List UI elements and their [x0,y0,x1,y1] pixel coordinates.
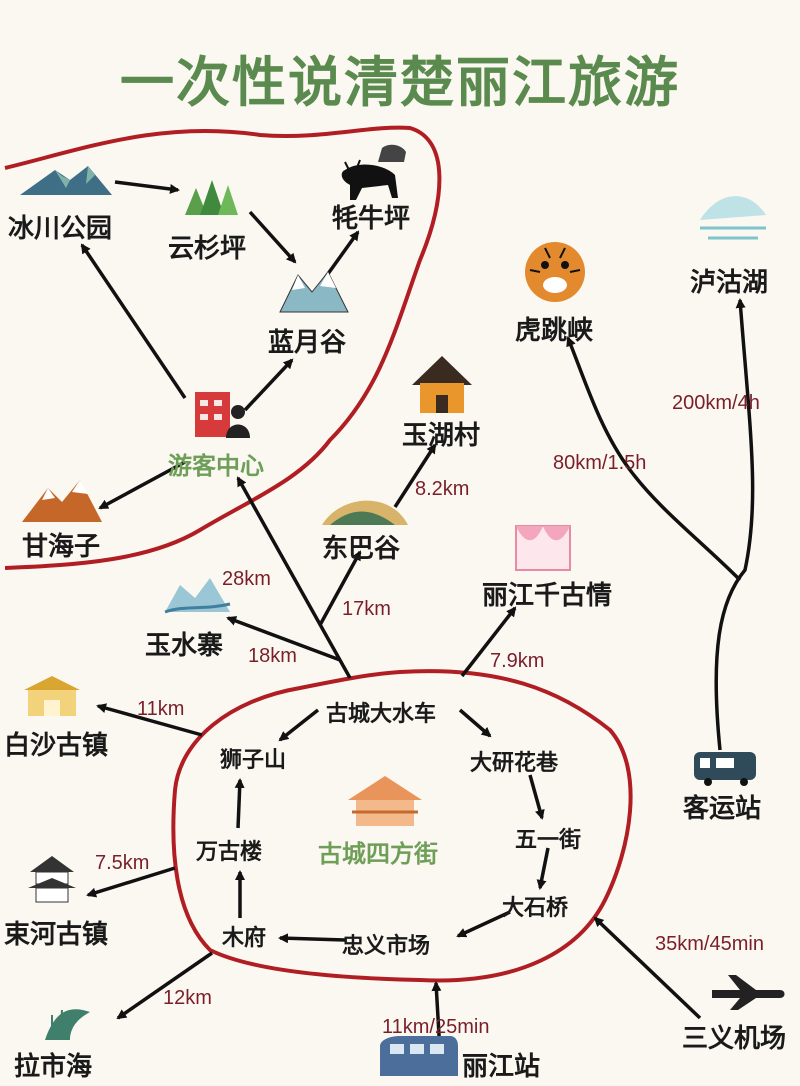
arrow-binchuan-yunshan [114,180,180,194]
arrow-oldtown-qiangu [460,606,517,678]
place-baisha: 白沙古镇 [4,731,109,761]
arrow-youke-ganhai [98,460,186,510]
place-dashi: 大石桥 [502,896,569,921]
distance-dongba: 17km [342,598,391,620]
arrow-oldtown-dongba [318,550,362,626]
place-zhongyi: 忠义市场 [342,934,431,959]
valley-icon [322,500,408,525]
place-sifang: 古城四方街 [318,840,438,868]
place-binchuan: 冰川公园 [8,214,113,244]
person-icon [226,405,250,438]
desert-mountain-icon [22,480,102,522]
place-shuhe: 束河古镇 [4,920,109,950]
distance-yushui-18: 18km [248,645,297,667]
river-mountain-icon [164,578,231,614]
arrow-keyun-lugu [714,298,755,751]
arrow-oldtown-yushui [226,616,341,662]
tiger-icon [525,242,585,302]
arrow-youke-binchuan [80,243,187,399]
palace-icon [348,776,422,826]
arrow-yunshan-lanyue [248,210,297,264]
place-youke: 游客中心 [168,452,264,480]
place-lijiang-station: 丽江站 [462,1052,541,1082]
train-icon [380,1036,458,1076]
snow-mountain-icon [279,271,349,313]
place-sanyi: 三义机场 [682,1024,787,1054]
plane-icon [712,975,785,1010]
place-yunshan: 云杉坪 [168,234,247,264]
place-qiangu: 丽江千古情 [482,581,613,611]
place-ganhai: 甘海子 [22,532,101,562]
place-shuiche: 古城大水车 [326,702,437,727]
arrow-oldtown-youke [236,476,352,679]
arrow-dayan-wuyi [528,774,545,820]
place-dayan: 大研花巷 [470,751,559,776]
arrow-dongba-yuhu [393,443,437,508]
distance-lashi: 12km [163,987,212,1009]
place-mufu: 木府 [222,926,267,951]
place-yushui: 玉水寨 [145,631,224,661]
page-title: 一次性说清楚丽江旅游 [120,51,680,114]
arrow-shuiche-dayan [458,708,492,738]
arrow-shuiche-shizi [278,708,320,742]
distance-station: 11km/25min [382,1016,490,1038]
arrow-keyun-hutiao [566,336,742,582]
place-wangu: 万古楼 [196,840,263,865]
place-lashi: 拉市海 [14,1052,93,1082]
place-shizi: 狮子山 [220,748,287,773]
yak-icon [341,144,406,200]
house-icon [412,356,472,413]
distance-shuhe: 7.5km [95,852,150,874]
distance-yushui-28: 28km [222,568,271,590]
place-hutiao: 虎跳峡 [515,316,594,346]
distance-hutiao: 80km/1.5h [553,452,647,474]
arrow-zhongyi-mufu [278,933,346,944]
arrow-wangu-shizi [234,778,245,829]
stage-icon [515,525,571,571]
old-town-boundary [171,669,633,983]
arrow-wuyi-dashi [536,847,550,890]
reed-icon [45,1009,90,1041]
pagoda-icon [28,856,76,903]
place-dongba: 东巴谷 [322,534,401,564]
arrow-youke-lanyue [243,358,294,412]
place-wuyi: 五一街 [515,828,582,853]
mountain-icon [20,166,112,195]
distance-qiangu: 7.9km [490,650,545,672]
gate-icon [24,676,80,716]
bus-icon [694,752,756,786]
place-lugu: 泸沽湖 [690,268,769,298]
lake-icon [700,196,766,240]
distance-lugu: 200km/4h [672,392,760,414]
scenic-area-boundary [4,125,442,570]
arrow-oldtown-lashi [116,951,213,1020]
place-maoniu: 牦牛坪 [332,204,411,234]
place-keyun: 客运站 [683,794,762,824]
arrow-lanyue-maoniu [323,230,360,280]
building-icon [195,392,230,437]
arrow-oldtown-baisha [96,703,203,737]
arrow-airport-oldtown [593,916,702,1020]
place-lanyue: 蓝月谷 [268,328,347,358]
arrow-dashi-zhongyi [456,910,511,938]
pine-tree-icon [185,180,238,215]
distance-airport: 35km/45min [655,933,764,955]
distance-yuhu: 8.2km [415,478,470,500]
place-yuhu: 玉湖村 [402,421,481,451]
arrow-oldtown-shuhe [86,866,176,898]
distance-baisha: 11km [137,698,185,720]
